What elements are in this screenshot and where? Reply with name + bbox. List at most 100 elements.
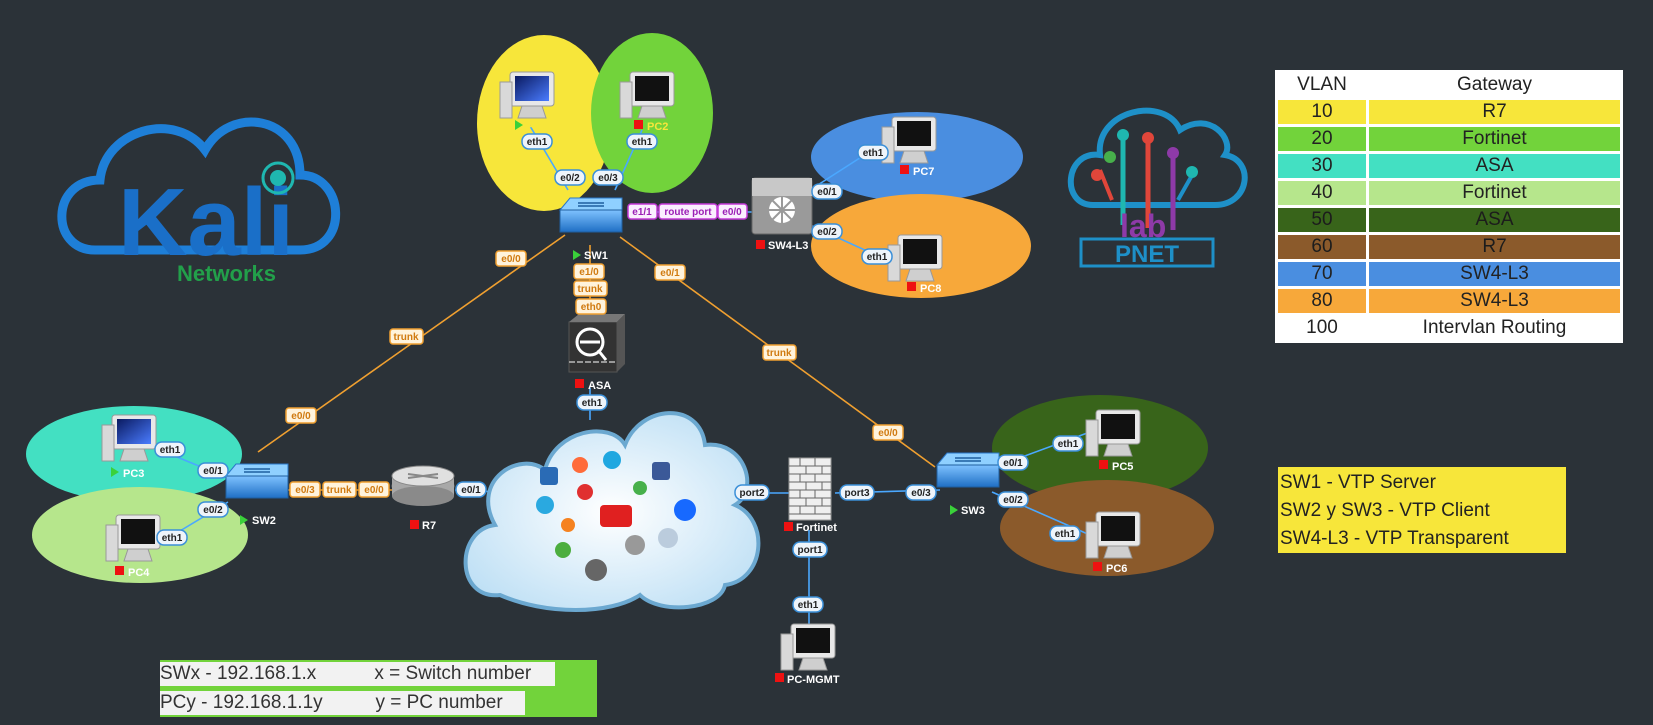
vlan-id-cell: 40 [1275, 178, 1369, 208]
fortinet-firewall-icon[interactable] [788, 457, 832, 521]
port-sw1-e0-1: e0/1 [660, 268, 680, 279]
pc6-label: PC6 [1106, 563, 1127, 575]
port-sw3-e0-0: e0/0 [878, 428, 898, 439]
gateway-cell: ASA [1366, 151, 1623, 181]
kali-logo-word: Kali [118, 169, 294, 276]
kali-networks-logo: Kali Networks [57, 117, 341, 286]
gateway-cell: Fortinet [1366, 178, 1623, 208]
port-sw2-e0-2: e0/2 [203, 505, 223, 516]
vlan-id-cell: 80 [1275, 286, 1369, 316]
table-header-vlan: VLAN [1275, 70, 1369, 100]
vlan-id-cell: 70 [1275, 259, 1369, 289]
sw4-label: SW4-L3 [768, 240, 808, 252]
table-header-row: VLAN Gateway [1275, 70, 1623, 100]
sw2-icon[interactable] [225, 463, 289, 499]
sw3-label: SW3 [961, 505, 985, 517]
port-sw2-e0-3: e0/3 [295, 485, 315, 496]
route-port-label: route port [664, 207, 712, 218]
port-sw2-e0-1: e0/1 [203, 466, 223, 477]
pc3-label: PC3 [123, 468, 144, 480]
port-pc7-eth1: eth1 [863, 148, 884, 159]
sw3-icon[interactable] [936, 452, 1000, 488]
port-r7-e0-0: e0/0 [364, 485, 384, 496]
port-sw1-e0-3: e0/3 [598, 173, 618, 184]
ip-line-pc: PCy - 192.168.1.1y y = PC number [160, 691, 525, 715]
port-sw4-e0-0: e0/0 [722, 207, 742, 218]
sw1-icon[interactable] [559, 197, 623, 233]
table-header-gateway: Gateway [1366, 70, 1623, 100]
gateway-cell: SW4-L3 [1366, 259, 1623, 289]
port-pc2-eth1: eth1 [632, 137, 653, 148]
r7-router-icon[interactable] [391, 465, 455, 506]
vtp-line: SW1 - VTP Server [1280, 472, 1436, 493]
port-sw4-e0-2: e0/2 [817, 227, 837, 238]
pnet-logo-sub: PNET [1115, 241, 1179, 268]
pnet-lab-logo: lab PNET [1067, 107, 1248, 268]
gateway-cell: Fortinet [1366, 124, 1623, 154]
vlan-id-cell: 50 [1275, 205, 1369, 235]
port-pc3-eth1: eth1 [160, 445, 181, 456]
port-fortinet-port3: port3 [845, 488, 870, 499]
pc5-label: PC5 [1112, 461, 1133, 473]
vtp-line: SW4-L3 - VTP Transparent [1280, 528, 1509, 549]
pc-mgmt-label: PC-MGMT [787, 674, 840, 686]
gateway-cell: Intervlan Routing [1366, 313, 1623, 343]
vlan-id-cell: 100 [1275, 313, 1369, 343]
gateway-cell: R7 [1366, 97, 1623, 127]
port-fortinet-port2: port2 [740, 488, 765, 499]
gateway-cell: R7 [1366, 232, 1623, 262]
pc1-label: PC1 [526, 121, 547, 133]
port-sw1-e0-0: e0/0 [501, 254, 521, 265]
internet-cloud-icon [463, 411, 761, 612]
vlan-id-cell: 10 [1275, 97, 1369, 127]
sw4-l3-icon[interactable] [751, 177, 813, 235]
port-sw4-e0-1: e0/1 [817, 187, 837, 198]
vlan-id-cell: 30 [1275, 151, 1369, 181]
vlan-area-pc5 [992, 395, 1208, 501]
port-sw1-e0-2: e0/2 [560, 173, 580, 184]
port-pc6-eth1: eth1 [1055, 529, 1076, 540]
pc8-label: PC8 [920, 283, 941, 295]
trunk-label-sw3: trunk [767, 348, 792, 359]
port-sw3-e0-2: e0/2 [1003, 495, 1023, 506]
pc7-label: PC7 [913, 166, 934, 178]
vlan-id-cell: 20 [1275, 124, 1369, 154]
asa-label: ASA [588, 380, 611, 392]
gateway-cell: ASA [1366, 205, 1623, 235]
vlan-id-cell: 60 [1275, 232, 1369, 262]
sw2-label: SW2 [252, 515, 276, 527]
port-sw2-e0-0: e0/0 [291, 411, 311, 422]
r7-label: R7 [422, 520, 436, 532]
pc4-label: PC4 [128, 567, 150, 579]
port-fortinet-port1: port1 [798, 545, 823, 556]
port-asa-eth1: eth1 [582, 398, 603, 409]
port-pc8-eth1: eth1 [867, 252, 888, 263]
vtp-roles-box: SW1 - VTP Server SW2 y SW3 - VTP Client … [1278, 467, 1566, 553]
pc-mgmt-icon[interactable] [780, 623, 836, 671]
ip-line-switch: SWx - 192.168.1.x x = Switch number [160, 662, 555, 686]
port-sw1-e1-0: e1/0 [579, 267, 599, 278]
vtp-line: SW2 y SW3 - VTP Client [1280, 500, 1490, 521]
trunk-label-r7: trunk [327, 485, 352, 496]
port-r7-e0-1: e0/1 [461, 485, 481, 496]
port-pc5-eth1: eth1 [1058, 439, 1079, 450]
trunk-label-sw2: trunk [394, 332, 419, 343]
trunk-label-asa: trunk [578, 284, 603, 295]
pc2-label: PC2 [647, 121, 668, 133]
port-sw3-e0-1: e0/1 [1003, 458, 1023, 469]
kali-logo-sub: Networks [177, 261, 276, 286]
port-pcmgmt-eth1: eth1 [798, 600, 819, 611]
gateway-cell: SW4-L3 [1366, 286, 1623, 316]
sw1-label: SW1 [584, 250, 608, 262]
asa-firewall-icon[interactable] [568, 314, 625, 373]
